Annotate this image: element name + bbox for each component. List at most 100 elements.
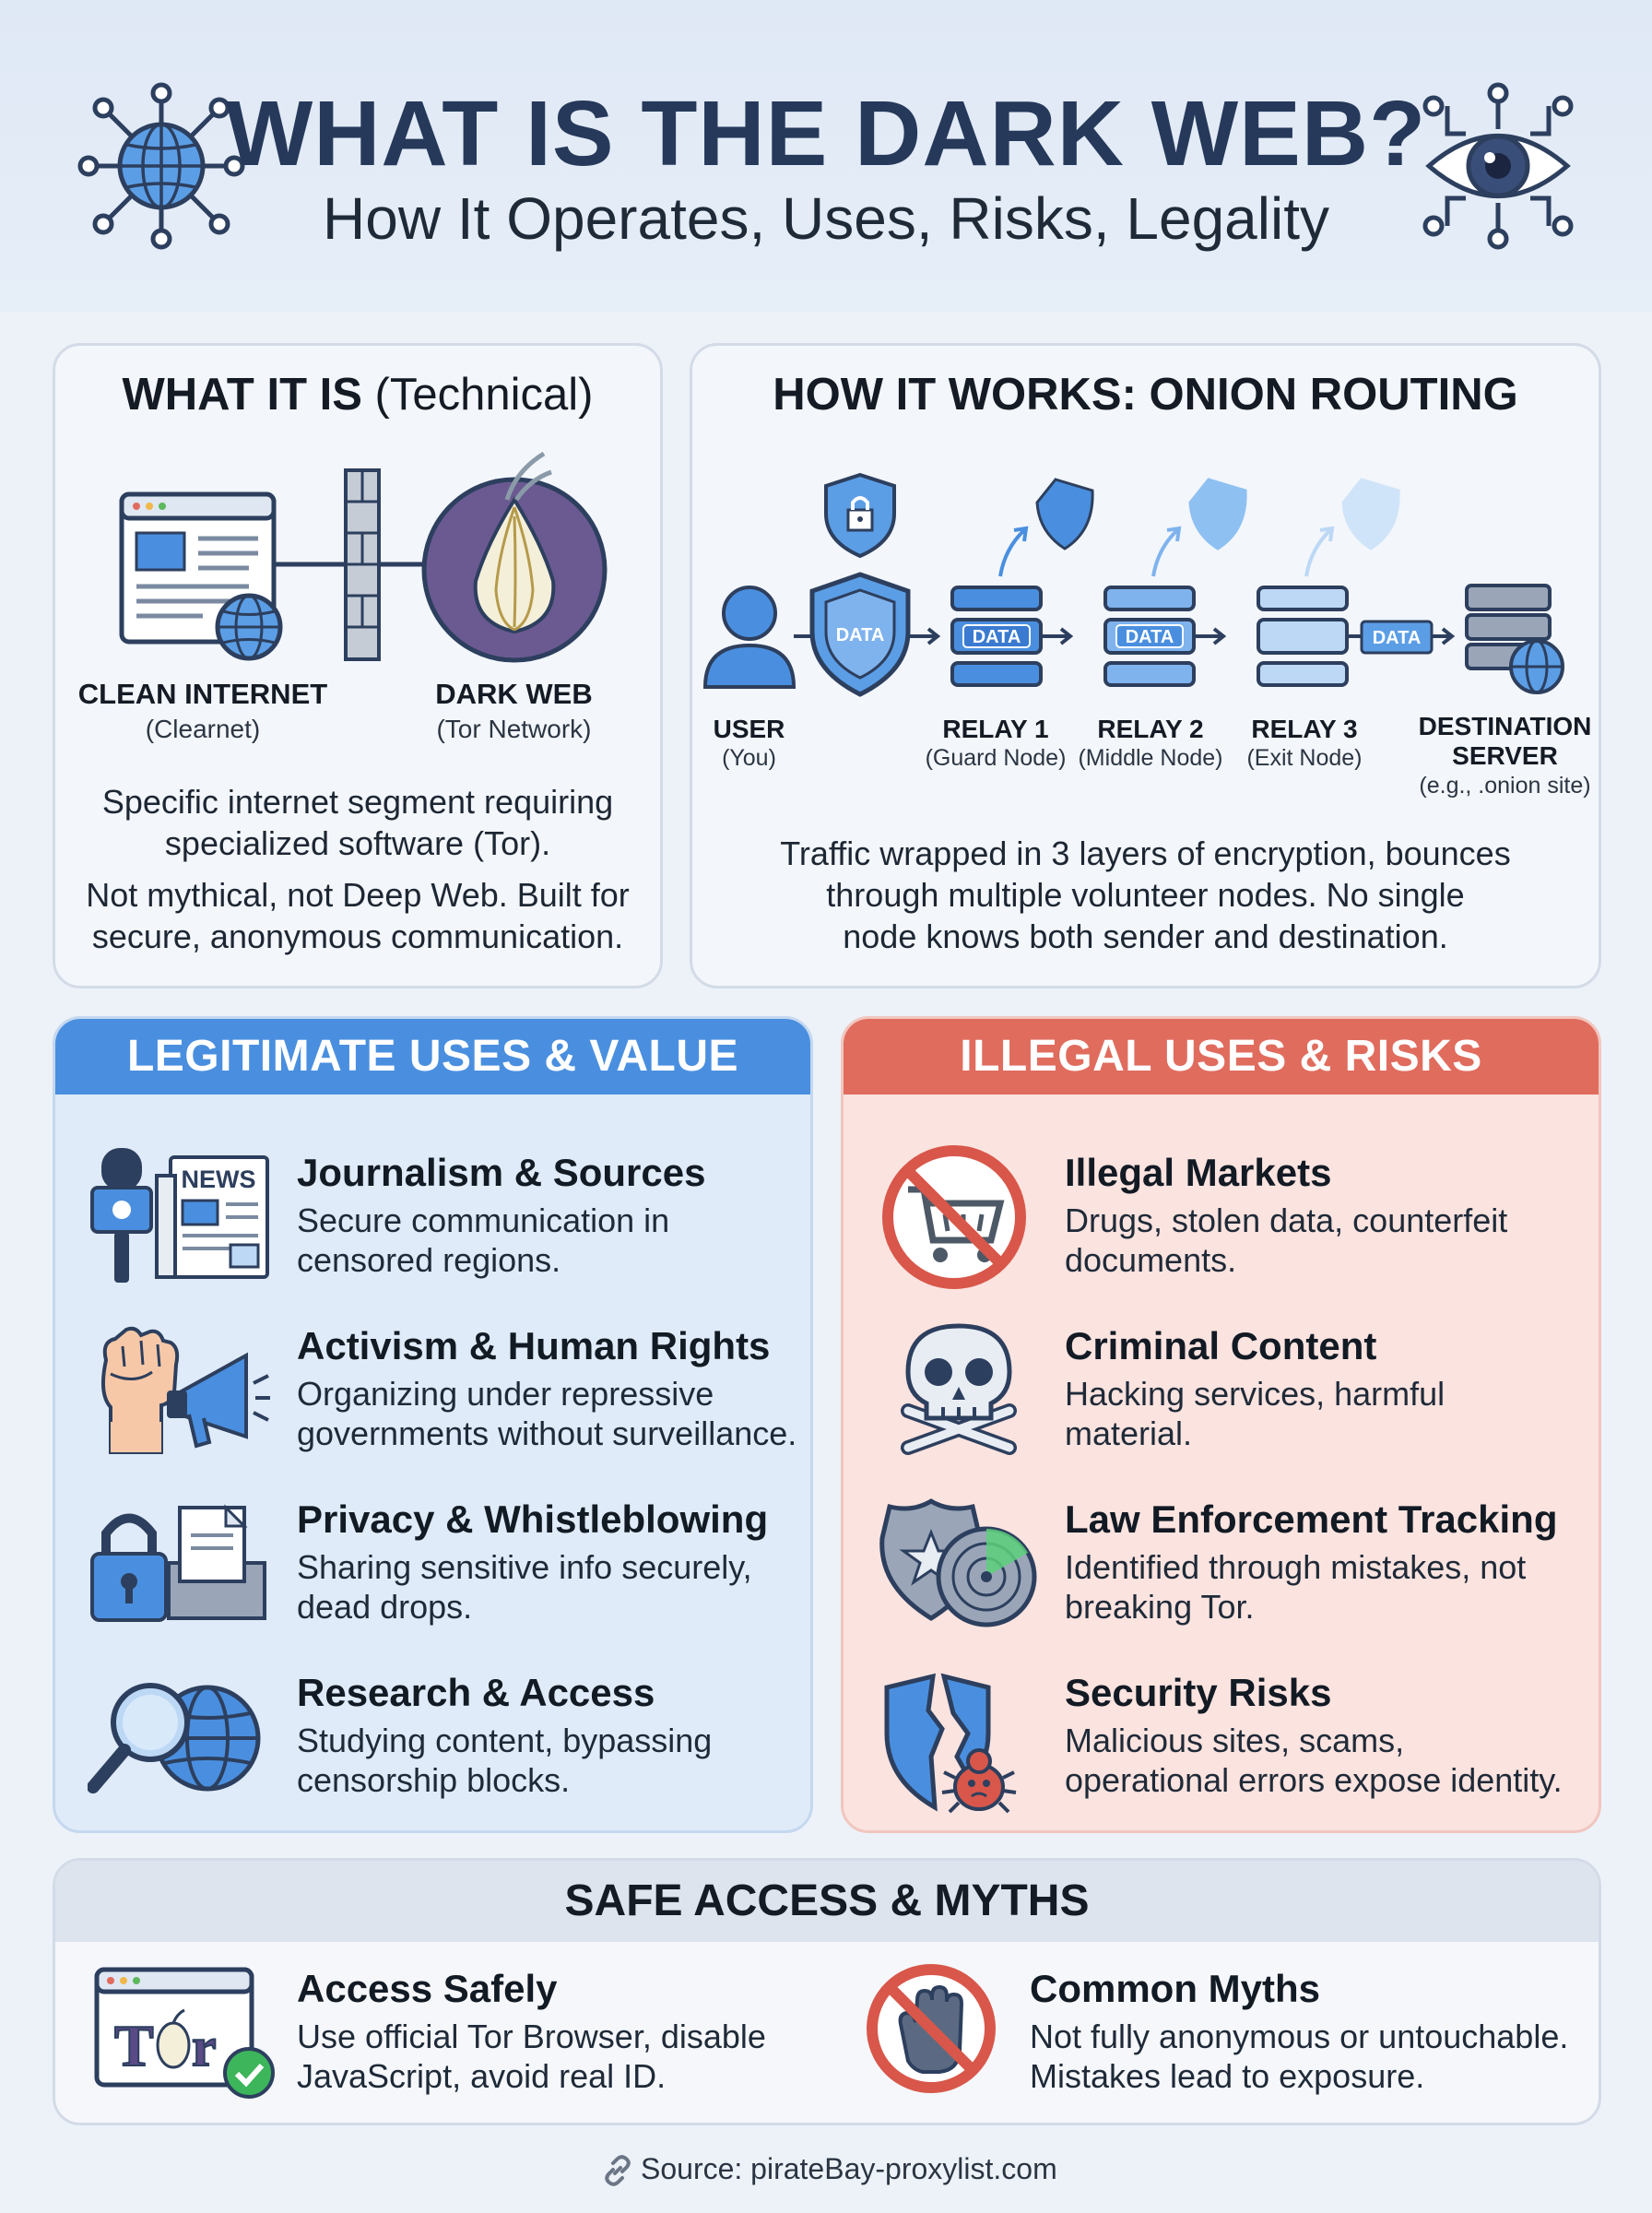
tor-onion-icon (421, 451, 608, 663)
access-safely-line1: Use official Tor Browser, disable (297, 2018, 766, 2055)
firewall-icon (344, 468, 381, 661)
node-relay3-label: RELAY 3 (1251, 715, 1358, 743)
skull-crossbones-icon (901, 1323, 1017, 1455)
onion-routing-desc-line2: through multiple volunteer nodes. No sin… (826, 876, 1465, 914)
illegal-item-3-title: Law Enforcement Tracking (1065, 1497, 1558, 1541)
source-link[interactable]: Source: pirateBay-proxylist.com (641, 2152, 1057, 2185)
broken-shield-bug-icon (884, 1673, 1017, 1814)
legit-item-2-line1: Organizing under repressive (297, 1375, 714, 1413)
peeled-layer-3-icon (1341, 478, 1400, 550)
node-relay1-label: RELAY 1 (942, 715, 1049, 743)
node-user-label: USER (713, 715, 785, 743)
illegal-item-2-line1: Hacking services, harmful (1065, 1375, 1446, 1413)
network-eye-icon (1422, 82, 1574, 250)
user-icon (702, 586, 796, 689)
legit-item-3-line2: dead drops. (297, 1588, 473, 1626)
access-safely-title: Access Safely (297, 1967, 558, 2010)
relay-3-server-icon (1257, 586, 1349, 687)
no-hand-icon (867, 1964, 996, 2093)
no-cart-icon (882, 1145, 1026, 1289)
shield-data-text: DATA (836, 625, 885, 645)
relay-1-data-text: DATA (973, 627, 1021, 647)
clearnet-sublabel: (Clearnet) (145, 715, 261, 743)
exit-data-text: DATA (1373, 628, 1422, 648)
peeled-layer-2-icon (1188, 478, 1247, 550)
dark-web-label: DARK WEB (435, 678, 593, 710)
illegal-item-2-line2: material. (1065, 1414, 1193, 1452)
illegal-item-3-line1: Identified through mistakes, not (1065, 1548, 1527, 1586)
svg-text:T: T (114, 2013, 154, 2078)
clean-internet-label: CLEAN INTERNET (77, 678, 328, 710)
fist-megaphone-icon (100, 1326, 270, 1454)
legit-item-1-line2: censored regions. (297, 1241, 561, 1279)
what-it-is-title-bold: WHAT IT IS (122, 370, 362, 420)
legit-item-4-line1: Studying content, bypassing (297, 1722, 713, 1759)
illegal-item-1-title: Illegal Markets (1065, 1151, 1332, 1194)
common-myths-title: Common Myths (1030, 1967, 1320, 2010)
node-destination-line1: DESTINATION (1418, 712, 1592, 740)
header-banner (0, 0, 1652, 312)
magnifier-globe-icon (88, 1683, 261, 1793)
legit-item-4-title: Research & Access (297, 1671, 655, 1714)
lock-inbox-icon (90, 1504, 266, 1622)
legit-item-1-line1: Secure communication in (297, 1201, 670, 1239)
illegal-item-4-line2: operational errors expose identity. (1065, 1761, 1563, 1799)
node-relay3-sub: (Exit Node) (1246, 745, 1363, 771)
destination-server-icon (1465, 584, 1564, 694)
link-icon (605, 2155, 631, 2186)
onion-routing-desc-line3: node knows both sender and destination. (843, 917, 1448, 955)
tor-browser-check-icon: T r (94, 1967, 275, 2099)
browser-window-icon (119, 491, 277, 645)
onion-routing-diagram: DATA DATA DATA DATA (702, 472, 1564, 697)
illegal-item-4-line1: Malicious sites, scams, (1065, 1722, 1405, 1759)
relay-2-server-icon: DATA (1103, 586, 1196, 687)
what-it-is-para1-line1: Specific internet segment requiring (101, 783, 614, 821)
lock-shield-icon (824, 472, 896, 559)
legit-item-1-title: Journalism & Sources (297, 1151, 706, 1194)
page-title: WHAT IS THE DARK WEB? (225, 82, 1427, 185)
badge-radar-icon (879, 1498, 1037, 1627)
illegal-item-1-line1: Drugs, stolen data, counterfeit (1065, 1201, 1508, 1239)
node-relay1-sub: (Guard Node) (925, 745, 1067, 771)
what-it-is-title: WHAT IT IS (Technical) (53, 369, 663, 420)
onion-routing-desc-line1: Traffic wrapped in 3 layers of encryptio… (780, 834, 1511, 872)
legit-item-2-title: Activism & Human Rights (297, 1324, 771, 1367)
what-it-is-title-light: (Technical) (374, 370, 594, 420)
data-shield-icon: DATA (809, 572, 911, 697)
legit-item-4-line2: censorship blocks. (297, 1761, 571, 1799)
what-it-is-para2-line1: Not mythical, not Deep Web. Built for (86, 876, 630, 914)
illegal-item-4-title: Security Risks (1065, 1671, 1332, 1714)
node-relay2-sub: (Middle Node) (1078, 745, 1223, 771)
news-icon-text: NEWS (182, 1166, 256, 1193)
page-subtitle: How It Operates, Uses, Risks, Legality (323, 185, 1329, 252)
node-user-sub: (You) (722, 745, 776, 771)
legitimate-uses-heading: LEGITIMATE USES & VALUE (55, 1019, 810, 1095)
legit-item-3-title: Privacy & Whistleblowing (297, 1497, 769, 1541)
node-relay2-label: RELAY 2 (1097, 715, 1204, 743)
what-it-is-card (53, 343, 663, 988)
node-destination-sub: (e.g., .onion site) (1419, 773, 1591, 799)
peeled-layer-1-icon (1035, 478, 1094, 550)
microphone-news-icon: NEWS (90, 1148, 269, 1283)
node-destination-line2: SERVER (1452, 741, 1558, 770)
safe-access-heading: SAFE ACCESS & MYTHS (55, 1861, 1599, 1942)
globe-icon (215, 593, 283, 661)
access-safely-line2: JavaScript, avoid real ID. (297, 2057, 667, 2095)
illegal-item-1-line2: documents. (1065, 1241, 1237, 1279)
common-myths-line1: Not fully anonymous or untouchable. (1030, 2018, 1569, 2055)
illegal-uses-heading: ILLEGAL USES & RISKS (844, 1019, 1599, 1095)
illegal-item-2-title: Criminal Content (1065, 1324, 1377, 1367)
legit-item-2-line2: governments without surveillance. (297, 1414, 797, 1452)
network-globe-icon (77, 82, 245, 250)
clearnet-vs-tor-illustration (119, 451, 608, 663)
what-it-is-para1-line2: specialized software (Tor). (164, 824, 551, 862)
illegal-item-3-line2: breaking Tor. (1065, 1588, 1255, 1626)
tor-network-sublabel: (Tor Network) (436, 715, 592, 743)
how-it-works-title: HOW IT WORKS: ONION ROUTING (773, 370, 1518, 420)
safe-access-panel: SAFE ACCESS & MYTHS (53, 1858, 1601, 2125)
relay-2-data-text: DATA (1126, 627, 1174, 647)
legit-item-3-line1: Sharing sensitive info securely, (297, 1548, 752, 1586)
what-it-is-para2-line2: secure, anonymous communication. (91, 917, 624, 955)
relay-1-server-icon: DATA (950, 586, 1043, 687)
svg-text:r: r (192, 2017, 217, 2077)
